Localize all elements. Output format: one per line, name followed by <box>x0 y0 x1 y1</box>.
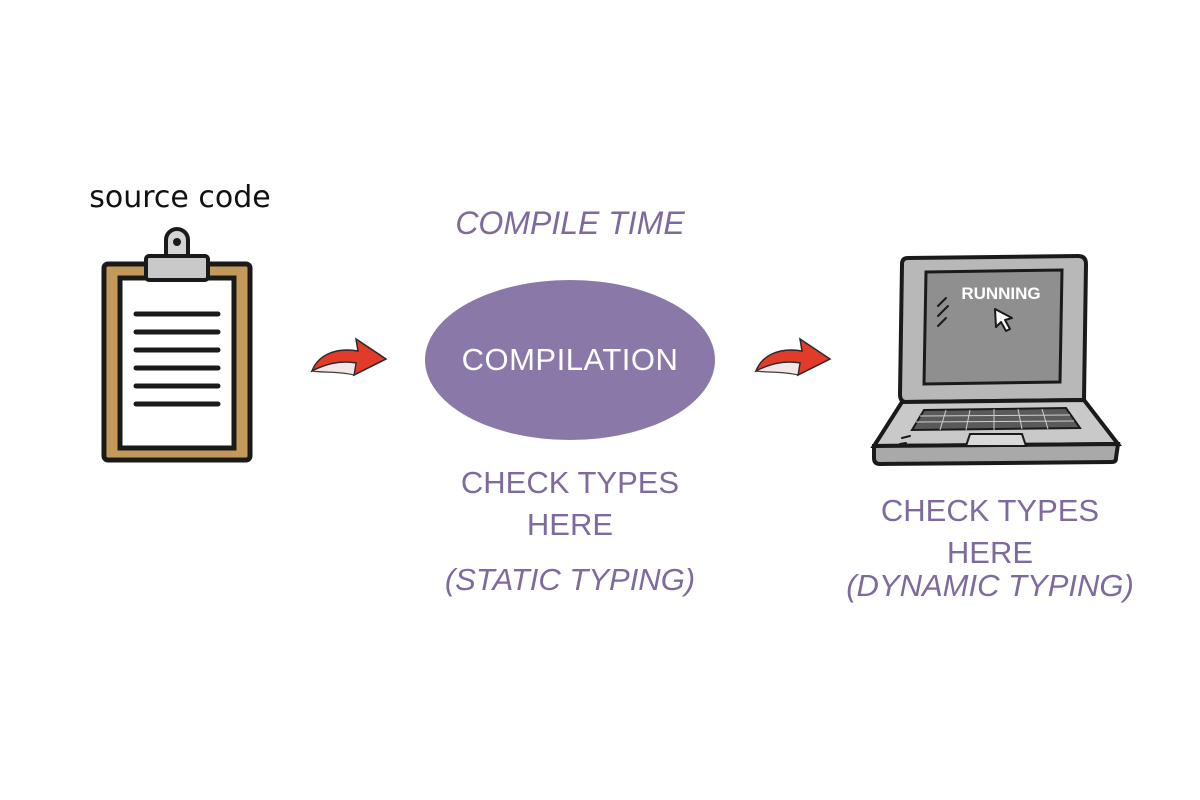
dynamic-typing-label: (DYNAMIC TYPING) <box>846 568 1134 603</box>
laptop-icon <box>870 253 1123 467</box>
curved-arrow-icon <box>754 337 832 377</box>
static-check-line1: CHECK TYPES <box>460 465 680 500</box>
running-label: RUNNING <box>961 284 1041 303</box>
static-check-line2: HERE <box>526 507 614 542</box>
dynamic-check-types-text: CHECK TYPES HERE <box>830 490 1150 574</box>
curved-arrow-icon <box>310 337 388 377</box>
dynamic-check-line2: HERE <box>946 535 1034 570</box>
compile-time-label: COMPILE TIME <box>455 205 685 241</box>
dynamic-check-line1: CHECK TYPES <box>880 493 1100 528</box>
cursor-icon <box>994 308 1013 332</box>
clipboard-icon <box>101 227 253 463</box>
static-typing-label: (STATIC TYPING) <box>444 562 696 597</box>
static-check-types-text: CHECK TYPES HERE <box>410 462 730 546</box>
source-code-label: source code <box>89 180 271 215</box>
compilation-label: COMPILATION <box>461 342 679 377</box>
compilation-node: COMPILATION <box>425 280 715 440</box>
